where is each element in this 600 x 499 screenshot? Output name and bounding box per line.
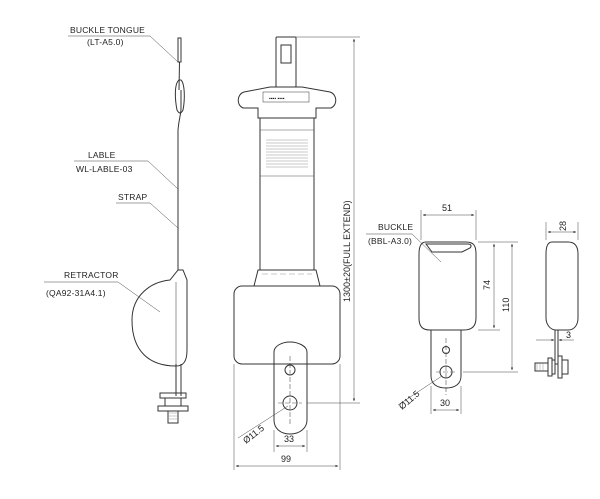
webbing-label-front bbox=[266, 139, 308, 168]
buckle-side-view bbox=[534, 241, 579, 379]
dim-retractor-bracket-width-text: 33 bbox=[284, 434, 294, 444]
tongue-label-front bbox=[262, 91, 310, 103]
buckle-bolt-side bbox=[534, 355, 569, 379]
svg-text:▪▪▪▪ ▪▪▪▪: ▪▪▪▪ ▪▪▪▪ bbox=[269, 96, 285, 102]
side-view bbox=[131, 37, 189, 424]
front-view: ▪▪▪▪ ▪▪▪▪ bbox=[233, 36, 341, 435]
retractor-bracket-front bbox=[273, 341, 308, 435]
dim-buckle-overall-height-text: 110 bbox=[501, 298, 511, 312]
dim-full-extend: 1300±20(FULL EXTEND) bbox=[296, 36, 360, 404]
dim-retractor-hole: Ø11.5 bbox=[237, 405, 289, 446]
dim-buckle-hole: Ø11.5 bbox=[397, 375, 443, 412]
tongue-slot-front bbox=[280, 44, 292, 64]
dim-retractor-overall-width-text: 99 bbox=[281, 454, 291, 464]
dim-retractor-bracket-width: 33 bbox=[273, 430, 308, 452]
callout-buckle-tongue: BUCKLE TONGUE (LT-A5.0) bbox=[68, 25, 179, 63]
dim-buckle-width: 51 bbox=[420, 203, 477, 240]
dim-retractor-overall-width: 99 bbox=[233, 364, 341, 470]
callout-strap: STRAP bbox=[116, 192, 179, 229]
retractor-body-front bbox=[233, 285, 341, 365]
buckle-body-front bbox=[418, 241, 477, 331]
webbing-guide-front bbox=[253, 269, 321, 287]
callout-buckle-name: BUCKLE bbox=[378, 222, 413, 232]
tongue-tip-side bbox=[177, 37, 182, 63]
tongue-head-front bbox=[237, 86, 337, 119]
callout-buckle-tongue-code: (LT-A5.0) bbox=[87, 37, 124, 47]
retractor-housing-side bbox=[131, 269, 188, 367]
callout-buckle-code: (BBL-A3.0) bbox=[368, 236, 412, 246]
dim-buckle-depth: 28 bbox=[545, 221, 579, 240]
callout-lable-name: LABLE bbox=[88, 150, 116, 160]
dim-buckle-overall-height: 110 bbox=[463, 241, 518, 373]
dim-buckle-depth-text: 28 bbox=[558, 221, 568, 231]
tongue-body-side bbox=[174, 79, 185, 114]
callout-retractor-name: RETRACTOR bbox=[64, 270, 119, 280]
retractor-bracket-side bbox=[175, 364, 182, 396]
mounting-bolt-side bbox=[157, 392, 189, 424]
dim-buckle-body-height: 74 bbox=[478, 241, 500, 331]
buckle-front-view bbox=[418, 241, 477, 395]
buckle-button-front bbox=[425, 243, 472, 253]
callout-buckle: BUCKLE (BBL-A3.0) bbox=[366, 222, 442, 263]
callout-lable: LABLE WL-LABLE-03 bbox=[74, 150, 179, 190]
buckle-body-side bbox=[545, 241, 579, 331]
dim-buckle-plate: 3 bbox=[536, 330, 574, 342]
dim-buckle-body-height-text: 74 bbox=[482, 280, 492, 290]
callout-lable-code: WL-LABLE-03 bbox=[76, 164, 133, 174]
strap-side bbox=[177, 61, 182, 270]
dim-buckle-hole-text: Ø11.5 bbox=[397, 389, 422, 412]
dim-buckle-plate-text: 3 bbox=[566, 330, 571, 340]
buckle-plate-side bbox=[554, 329, 559, 365]
dim-retractor-hole-text: Ø11.5 bbox=[241, 423, 266, 446]
callout-retractor: RETRACTOR (QA92-31A4.1) bbox=[44, 270, 161, 313]
callout-strap-name: STRAP bbox=[118, 192, 147, 202]
callout-buckle-tongue-name: BUCKLE TONGUE bbox=[70, 25, 145, 35]
dim-buckle-bracket-width-text: 30 bbox=[440, 398, 450, 408]
callout-retractor-code: (QA92-31A4.1) bbox=[46, 288, 106, 298]
dim-full-extend-text: 1300±20(FULL EXTEND) bbox=[342, 200, 352, 302]
webbing-front bbox=[259, 117, 315, 271]
dim-buckle-bracket-width: 30 bbox=[430, 386, 462, 414]
dim-buckle-width-text: 51 bbox=[442, 203, 452, 213]
